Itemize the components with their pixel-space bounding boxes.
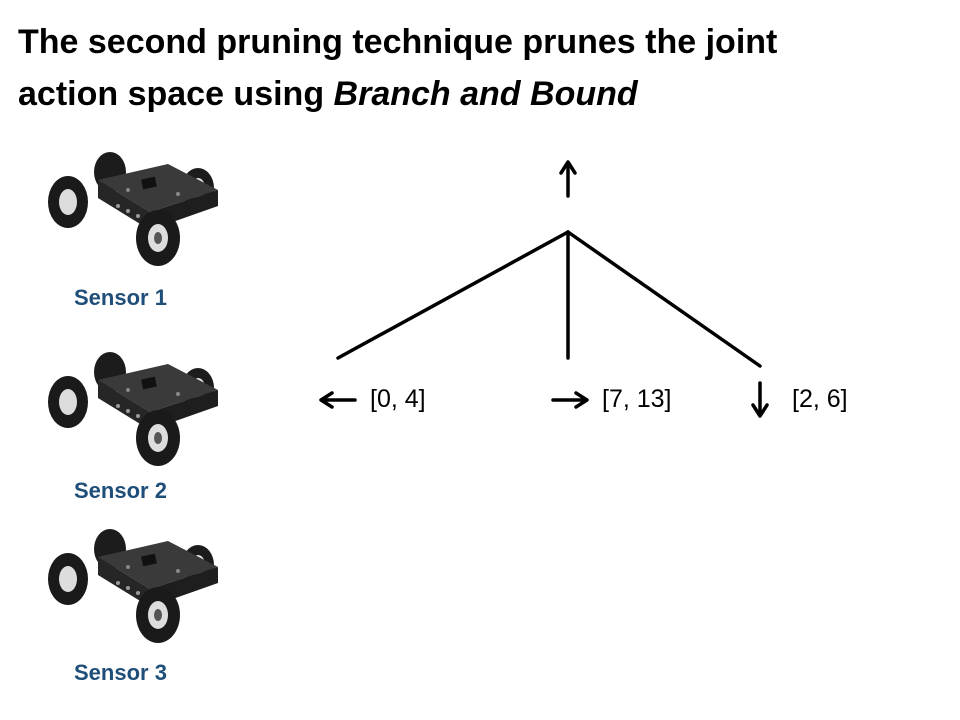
right-arrow-icon bbox=[551, 391, 589, 409]
edge-right bbox=[566, 230, 762, 368]
interval-middle: [7, 13] bbox=[602, 385, 672, 413]
title-emphasis: Branch and Bound bbox=[333, 75, 638, 113]
title-line-2: action space using Branch and Bound bbox=[18, 68, 918, 120]
sensor-2-label: Sensor 2 bbox=[74, 478, 167, 503]
title-line-2-prefix: action space using bbox=[18, 75, 334, 113]
edge-left bbox=[336, 230, 570, 360]
up-arrow-icon bbox=[559, 160, 577, 198]
interval-left: [0, 4] bbox=[370, 385, 426, 413]
sensor-1-label: Sensor 1 bbox=[74, 285, 167, 310]
slide-title: The second pruning technique prunes the … bbox=[18, 16, 918, 120]
sensor-3-label: Sensor 3 bbox=[74, 660, 167, 685]
title-line-1: The second pruning technique prunes the … bbox=[18, 23, 778, 61]
left-arrow-icon bbox=[319, 391, 357, 409]
interval-right: [2, 6] bbox=[792, 385, 848, 413]
down-arrow-icon bbox=[751, 381, 769, 418]
